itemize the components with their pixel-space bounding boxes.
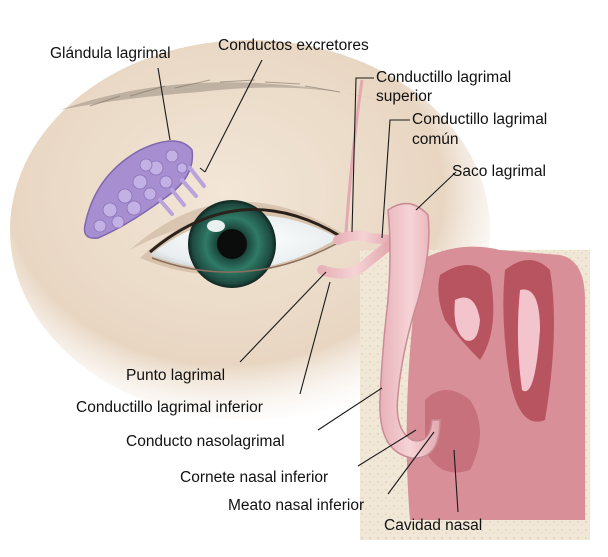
lower-lid-margin bbox=[151, 243, 337, 273]
label-lacrimal-gland: Glándula lagrimal bbox=[50, 45, 171, 62]
label-lacrimal-sac: Saco lagrimal bbox=[452, 163, 546, 180]
lacrimal-gland-shape bbox=[83, 140, 206, 239]
label-common-canaliculus-line2: común bbox=[412, 131, 459, 148]
eyebrow-hair bbox=[89, 79, 341, 107]
label-lacrimal-punctum: Punto lagrimal bbox=[126, 367, 226, 384]
label-nasal-cavity: Cavidad nasal bbox=[384, 517, 483, 534]
label-inferior-turbinate: Cornete nasal inferior bbox=[180, 469, 329, 486]
nasal-cavity-shape bbox=[406, 246, 585, 520]
label-inferior-canaliculus: Conductillo lagrimal inferior bbox=[76, 399, 263, 416]
pupil bbox=[217, 229, 247, 259]
upper-lashes bbox=[149, 208, 341, 254]
eyebrow bbox=[60, 82, 380, 110]
eye-highlight bbox=[207, 220, 225, 232]
label-common-canaliculus-line1: Conductillo lagrimal bbox=[412, 111, 548, 128]
lacrimal-duct-system bbox=[317, 79, 441, 459]
label-superior-canaliculus-line2: superior bbox=[376, 88, 432, 105]
label-inferior-meatus: Meato nasal inferior bbox=[228, 497, 365, 514]
label-excretory-ducts: Conductos excretores bbox=[218, 37, 369, 54]
label-nasolacrimal-duct: Conducto nasolagrimal bbox=[126, 433, 285, 450]
label-superior-canaliculus-line1: Conductillo lagrimal bbox=[376, 69, 512, 86]
leader-lines bbox=[157, 59, 459, 513]
